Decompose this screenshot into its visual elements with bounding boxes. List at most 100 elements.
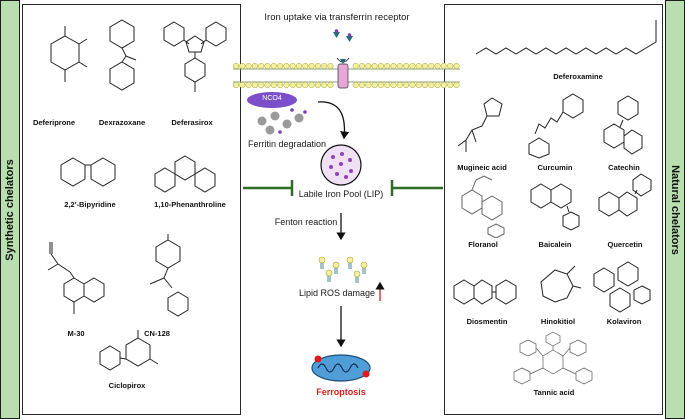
membrane-lipid-head xyxy=(352,81,359,89)
membrane-lipid-head xyxy=(377,62,384,70)
membrane-lipid-head xyxy=(371,81,378,89)
membrane-lipid-head xyxy=(447,81,454,89)
membrane-lipid-head xyxy=(403,62,410,70)
membrane-lipid-head xyxy=(440,62,447,70)
lip-iron-dots xyxy=(329,152,353,179)
membrane-lipid-head xyxy=(377,81,384,89)
ferritin-cluster xyxy=(257,108,307,135)
membrane-lipid-head xyxy=(314,81,321,89)
membrane-lipid-head xyxy=(358,62,366,70)
membrane-lipid-head xyxy=(295,81,303,89)
membrane-lipid-head xyxy=(421,62,429,70)
synthetic-chelator-label: Deferiprone xyxy=(32,118,76,127)
natural-chelator-label: Tannic acid xyxy=(533,388,575,397)
lipid-head xyxy=(325,269,333,277)
synthetic-inhibition xyxy=(243,180,294,196)
membrane-lipid-head xyxy=(453,81,460,89)
membrane-lipid-head xyxy=(245,81,252,89)
synthetic-chelator-label: Ciclopirox xyxy=(108,381,146,390)
natural-chelator-label: Floranol xyxy=(468,240,498,249)
membrane-lipid-head xyxy=(321,81,328,89)
natural-chelator-label: Mugineic acid xyxy=(457,163,507,172)
membrane-lipid-head xyxy=(270,62,277,70)
lip-label: Labile Iron Pool (LIP) xyxy=(298,189,384,199)
synthetic-chelator-label: 1,10-Phenanthroline xyxy=(154,200,226,209)
membrane-lipid-head xyxy=(428,81,435,89)
membrane-lipid-head xyxy=(352,62,359,70)
bipyridine-structure xyxy=(60,157,116,187)
natural-chelator-label: Quercetin xyxy=(607,240,643,249)
synthetic-chelator-label: Deferasirox xyxy=(171,118,213,127)
membrane-lipid-head xyxy=(371,62,378,70)
membrane-lipid-head xyxy=(327,62,334,70)
membrane-lipid-head xyxy=(308,62,315,70)
membrane-lipid-head xyxy=(409,81,416,89)
membrane-lipid-head xyxy=(283,62,290,70)
lipid-tail xyxy=(320,263,324,269)
membrane-lipid-head xyxy=(434,81,441,89)
lipid-head xyxy=(360,261,368,269)
ncoa4-ellipse xyxy=(247,92,297,108)
lipid-tail xyxy=(334,268,338,274)
membrane-lipid-head xyxy=(321,62,328,70)
fenton-reaction-label: Fenton reaction xyxy=(274,217,338,227)
dexrazoxane-structure xyxy=(109,19,137,91)
membrane-lipid-head xyxy=(396,62,403,70)
uptake-arrow xyxy=(317,101,350,140)
membrane-lipid-head xyxy=(434,62,441,70)
membrane-lipid-head xyxy=(277,62,284,70)
membrane-lipid-head xyxy=(289,81,296,89)
membrane-lipid-head xyxy=(302,81,309,89)
phenanthroline-structure xyxy=(154,155,216,193)
membrane-lipid-head xyxy=(365,81,372,89)
membrane-lipid-head xyxy=(270,81,277,89)
membrane-lipid-head xyxy=(390,81,397,89)
natural-chelator-label: Curcumin xyxy=(537,163,573,172)
lipid-head xyxy=(318,256,326,264)
natural-chelator-label: Kolaviron xyxy=(606,317,642,326)
membrane-lipid-head xyxy=(264,81,271,89)
lipid-tail xyxy=(348,263,352,269)
membrane-lipid-head xyxy=(415,81,422,89)
synthetic-chelator-label: 2,2'-Bipyridine xyxy=(64,200,116,209)
natural-chelator-label: Diosmentin xyxy=(466,317,508,326)
ferroptosis-label: Ferroptosis xyxy=(316,387,366,397)
membrane-lipid-head xyxy=(264,62,271,70)
membrane-lipid-head xyxy=(396,81,403,89)
synthetic-chelator-label: CN-128 xyxy=(144,329,170,338)
mugineic-acid-structure xyxy=(457,97,503,152)
membrane-lipid-head xyxy=(447,62,454,70)
baicalein-structure xyxy=(530,183,580,231)
membrane-lipid-head xyxy=(277,81,284,89)
natural-chelators-panel xyxy=(444,4,663,415)
quercetin-structure xyxy=(598,173,652,217)
lipid-tail xyxy=(327,276,331,282)
lipid-head xyxy=(353,270,361,278)
natural-inhibition xyxy=(390,180,443,196)
curcumin-structure xyxy=(528,93,584,159)
diosmentin-structure xyxy=(453,279,517,305)
membrane-lipid-head xyxy=(421,81,429,89)
synthetic-chelator-label: M-30 xyxy=(67,329,85,338)
membrane-lipid-head xyxy=(302,62,309,70)
synthetic-chelators-panel xyxy=(22,4,241,415)
lipid-molecules xyxy=(318,256,368,283)
membrane-lipid-head xyxy=(409,62,416,70)
lipid-head xyxy=(346,256,354,264)
membrane-lipid-head xyxy=(258,62,265,70)
membrane-lipid-head xyxy=(327,81,334,89)
membrane-lipid-head xyxy=(415,62,422,70)
membrane-lipid-head xyxy=(358,81,366,89)
iron-uptake-label: Iron uptake via transferrin receptor xyxy=(264,12,410,23)
tannic-acid-structure xyxy=(513,331,593,385)
natural-chelator-label: Hinokitiol xyxy=(540,317,576,326)
membrane-lipid-head xyxy=(428,62,435,70)
membrane-lipid-head xyxy=(245,62,252,70)
membrane-lipid-head xyxy=(251,62,258,70)
lipid-tail xyxy=(355,277,359,283)
membrane-lipid-head xyxy=(295,62,303,70)
membrane-lipid-head xyxy=(283,81,290,89)
lipid-tail xyxy=(362,268,366,274)
